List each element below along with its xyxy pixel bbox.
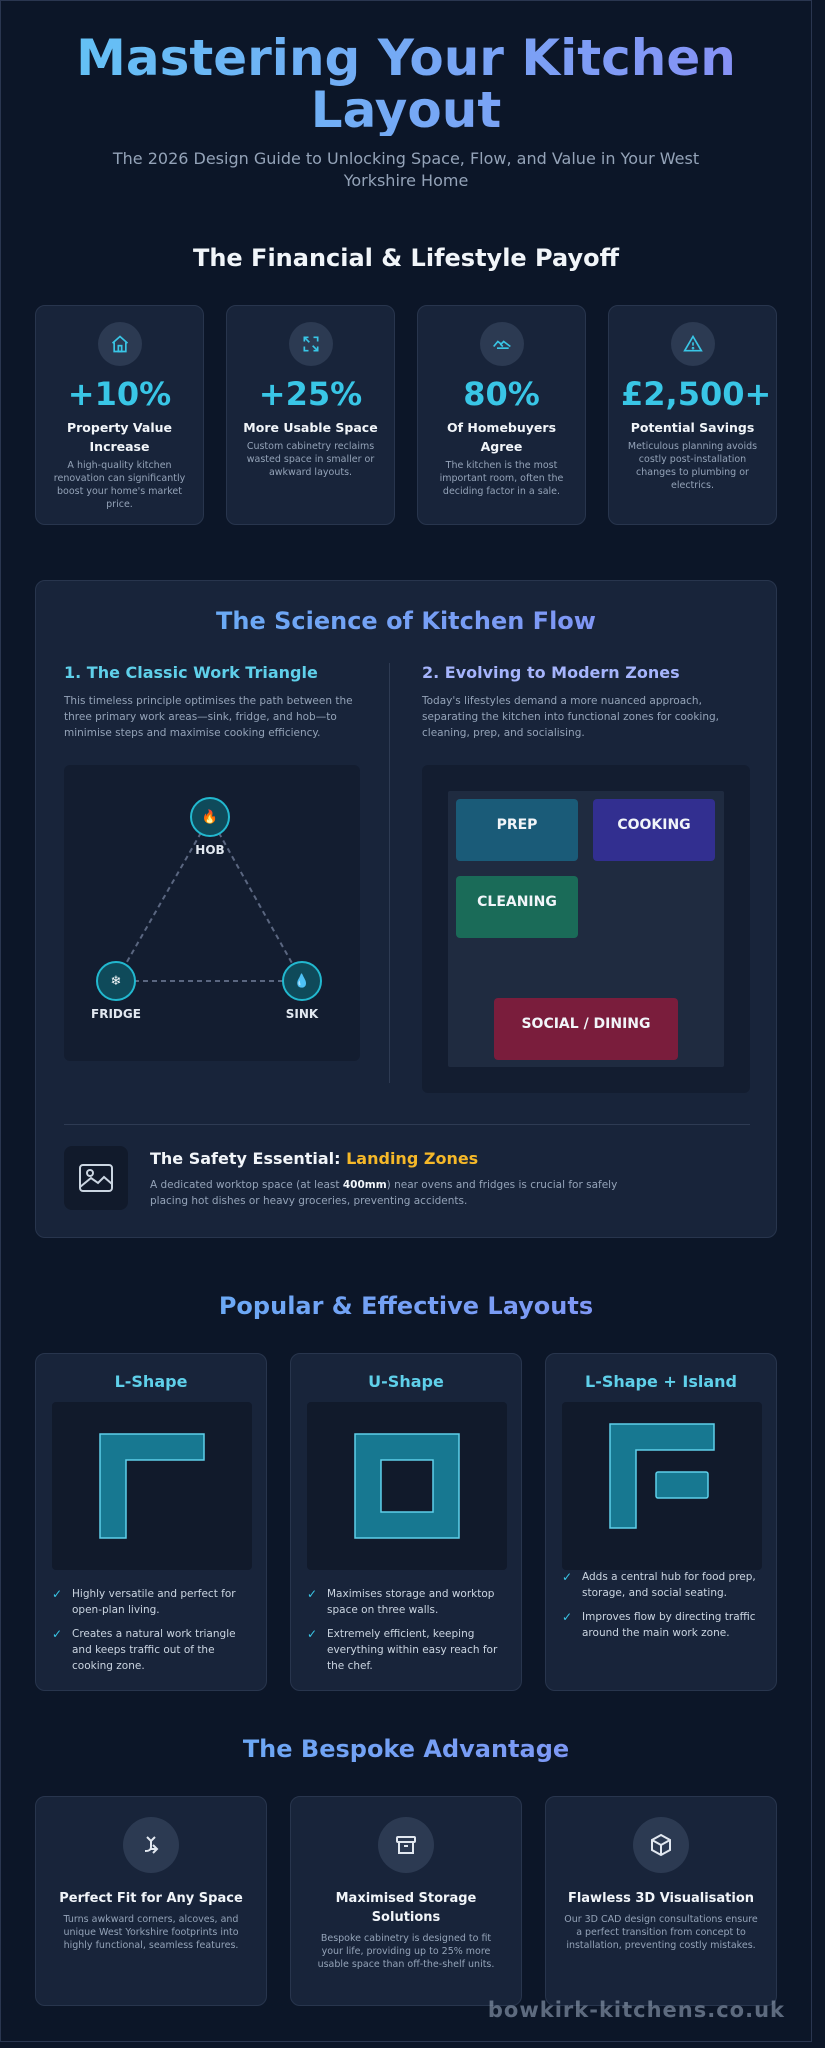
stat-desc: Custom cabinetry reclaims wasted space i…: [246, 441, 375, 478]
kitchen-flow-section: The Science of Kitchen Flow 1. The Class…: [35, 580, 777, 1238]
flow-heading: The Science of Kitchen Flow: [36, 607, 776, 635]
corner-arrow-icon: [123, 1817, 179, 1873]
house-icon: [97, 322, 142, 366]
layout-title: L-Shape + Island: [585, 1372, 737, 1391]
stat-label: Potential Savings: [630, 420, 755, 435]
layout-card-l-shape: L-Shape ✓Highly versatile and perfect fo…: [35, 1353, 267, 1691]
bespoke-title: Maximised Storage Solutions: [335, 1891, 477, 1925]
list-item: ✓Maximises storage and worktop space on …: [307, 1587, 495, 1616]
check-icon: ✓: [562, 1610, 573, 1624]
l-shape-diagram: [52, 1402, 252, 1570]
stat-value: £2,500+: [621, 375, 772, 413]
bespoke-desc: Our 3D CAD design consultations ensure a…: [564, 1914, 758, 1951]
bespoke-title: Flawless 3D Visualisation: [567, 1891, 755, 1906]
stat-label: Of Homebuyers Agree: [446, 420, 557, 454]
page-title: Mastering Your Kitchen Layout: [0, 32, 812, 136]
flame-icon: 🔥: [190, 797, 230, 837]
stat-label: Property Value Increase: [66, 420, 173, 454]
safety-title: The Safety Essential: Landing Zones: [150, 1149, 479, 1168]
stat-value: +10%: [67, 375, 172, 413]
layout-title: U-Shape: [368, 1372, 444, 1391]
stat-desc: A high-quality kitchen renovation can si…: [53, 460, 186, 510]
stat-label: More Usable Space: [243, 420, 378, 435]
zone-board: PREP COOKING CLEANING SOCIAL / DINING: [448, 791, 724, 1067]
check-icon: ✓: [562, 1570, 573, 1584]
bespoke-card: Perfect Fit for Any Space Turns awkward …: [35, 1796, 267, 2006]
check-icon: ✓: [307, 1627, 318, 1641]
image-icon: [64, 1146, 128, 1210]
modern-zones-diagram: PREP COOKING CLEANING SOCIAL / DINING: [422, 765, 750, 1093]
list-item: ✓Improves flow by directing traffic arou…: [562, 1610, 756, 1639]
layout-points: ✓Adds a central hub for food prep, stora…: [560, 1569, 766, 1649]
stat-desc: Meticulous planning avoids costly post-i…: [627, 441, 758, 491]
check-icon: ✓: [52, 1627, 63, 1641]
list-item: ✓Creates a natural work triangle and kee…: [52, 1627, 236, 1672]
modern-zones-desc: Today's lifestyles demand a more nuanced…: [422, 695, 719, 739]
column-divider: [389, 663, 390, 1083]
stat-value: 80%: [463, 375, 540, 413]
zone-social-dining: SOCIAL / DINING: [494, 998, 678, 1060]
safety-desc: A dedicated worktop space (at least 400m…: [150, 1179, 618, 1207]
footer-website-url[interactable]: bowkirk-kitchens.co.uk: [487, 1998, 785, 2022]
cube-icon: [633, 1817, 689, 1873]
handshake-icon: [479, 322, 524, 366]
list-item: ✓Extremely efficient, keeping everything…: [307, 1627, 498, 1672]
water-drop-icon: 💧: [282, 961, 322, 1001]
list-item: ✓Highly versatile and perfect for open-p…: [52, 1587, 236, 1616]
safety-divider: [64, 1124, 750, 1125]
work-triangle-desc: This timeless principle optimises the pa…: [64, 695, 353, 739]
stat-card: +25% More Usable Space Custom cabinetry …: [226, 305, 395, 525]
payoff-heading: The Financial & Lifestyle Payoff: [192, 244, 620, 272]
bespoke-card: Flawless 3D Visualisation Our 3D CAD des…: [545, 1796, 777, 2006]
layout-title: L-Shape: [114, 1372, 188, 1391]
archive-box-icon: [378, 1817, 434, 1873]
bespoke-desc: Bespoke cabinetry is designed to fit you…: [317, 1933, 495, 1970]
bespoke-desc: Turns awkward corners, alcoves, and uniq…: [63, 1914, 239, 1951]
triangle-lines: [115, 816, 303, 982]
u-shape-diagram: [307, 1402, 507, 1570]
page-subtitle: The 2026 Design Guide to Unlocking Space…: [112, 149, 700, 190]
bespoke-card: Maximised Storage Solutions Bespoke cabi…: [290, 1796, 522, 2006]
zone-cleaning: CLEANING: [456, 876, 578, 938]
modern-zones-title: 2. Evolving to Modern Zones: [422, 663, 680, 682]
stat-desc: The kitchen is the most important room, …: [439, 460, 564, 497]
check-icon: ✓: [307, 1587, 318, 1601]
layout-card-u-shape: U-Shape ✓Maximises storage and worktop s…: [290, 1353, 522, 1691]
stat-card: +10% Property Value Increase A high-qual…: [35, 305, 204, 525]
zone-cooking: COOKING: [593, 799, 715, 861]
layout-card-l-shape-island: L-Shape + Island ✓Adds a central hub for…: [545, 1353, 777, 1691]
l-shape-island-diagram: [562, 1402, 762, 1570]
expand-icon: [288, 322, 333, 366]
list-item: ✓Adds a central hub for food prep, stora…: [562, 1570, 756, 1599]
sink-label: SINK: [285, 1007, 319, 1021]
zone-prep: PREP: [456, 799, 578, 861]
check-icon: ✓: [52, 1587, 63, 1601]
snowflake-icon: ❄: [96, 961, 136, 1001]
warning-icon: [670, 322, 715, 366]
bespoke-heading: The Bespoke Advantage: [0, 1735, 812, 1763]
stat-card: 80% Of Homebuyers Agree The kitchen is t…: [417, 305, 586, 525]
stat-value: +25%: [258, 375, 363, 413]
layout-points: ✓Highly versatile and perfect for open-p…: [50, 1586, 256, 1682]
fridge-label: FRIDGE: [91, 1007, 141, 1021]
work-triangle-diagram: 🔥 HOB ❄ FRIDGE 💧 SINK: [64, 765, 360, 1061]
layouts-heading: Popular & Effective Layouts: [0, 1292, 812, 1320]
layout-points: ✓Maximises storage and worktop space on …: [305, 1586, 511, 1682]
bespoke-title: Perfect Fit for Any Space: [59, 1891, 243, 1906]
work-triangle-title: 1. The Classic Work Triangle: [64, 663, 318, 682]
hob-label: HOB: [195, 843, 225, 857]
stat-card: £2,500+ Potential Savings Meticulous pla…: [608, 305, 777, 525]
